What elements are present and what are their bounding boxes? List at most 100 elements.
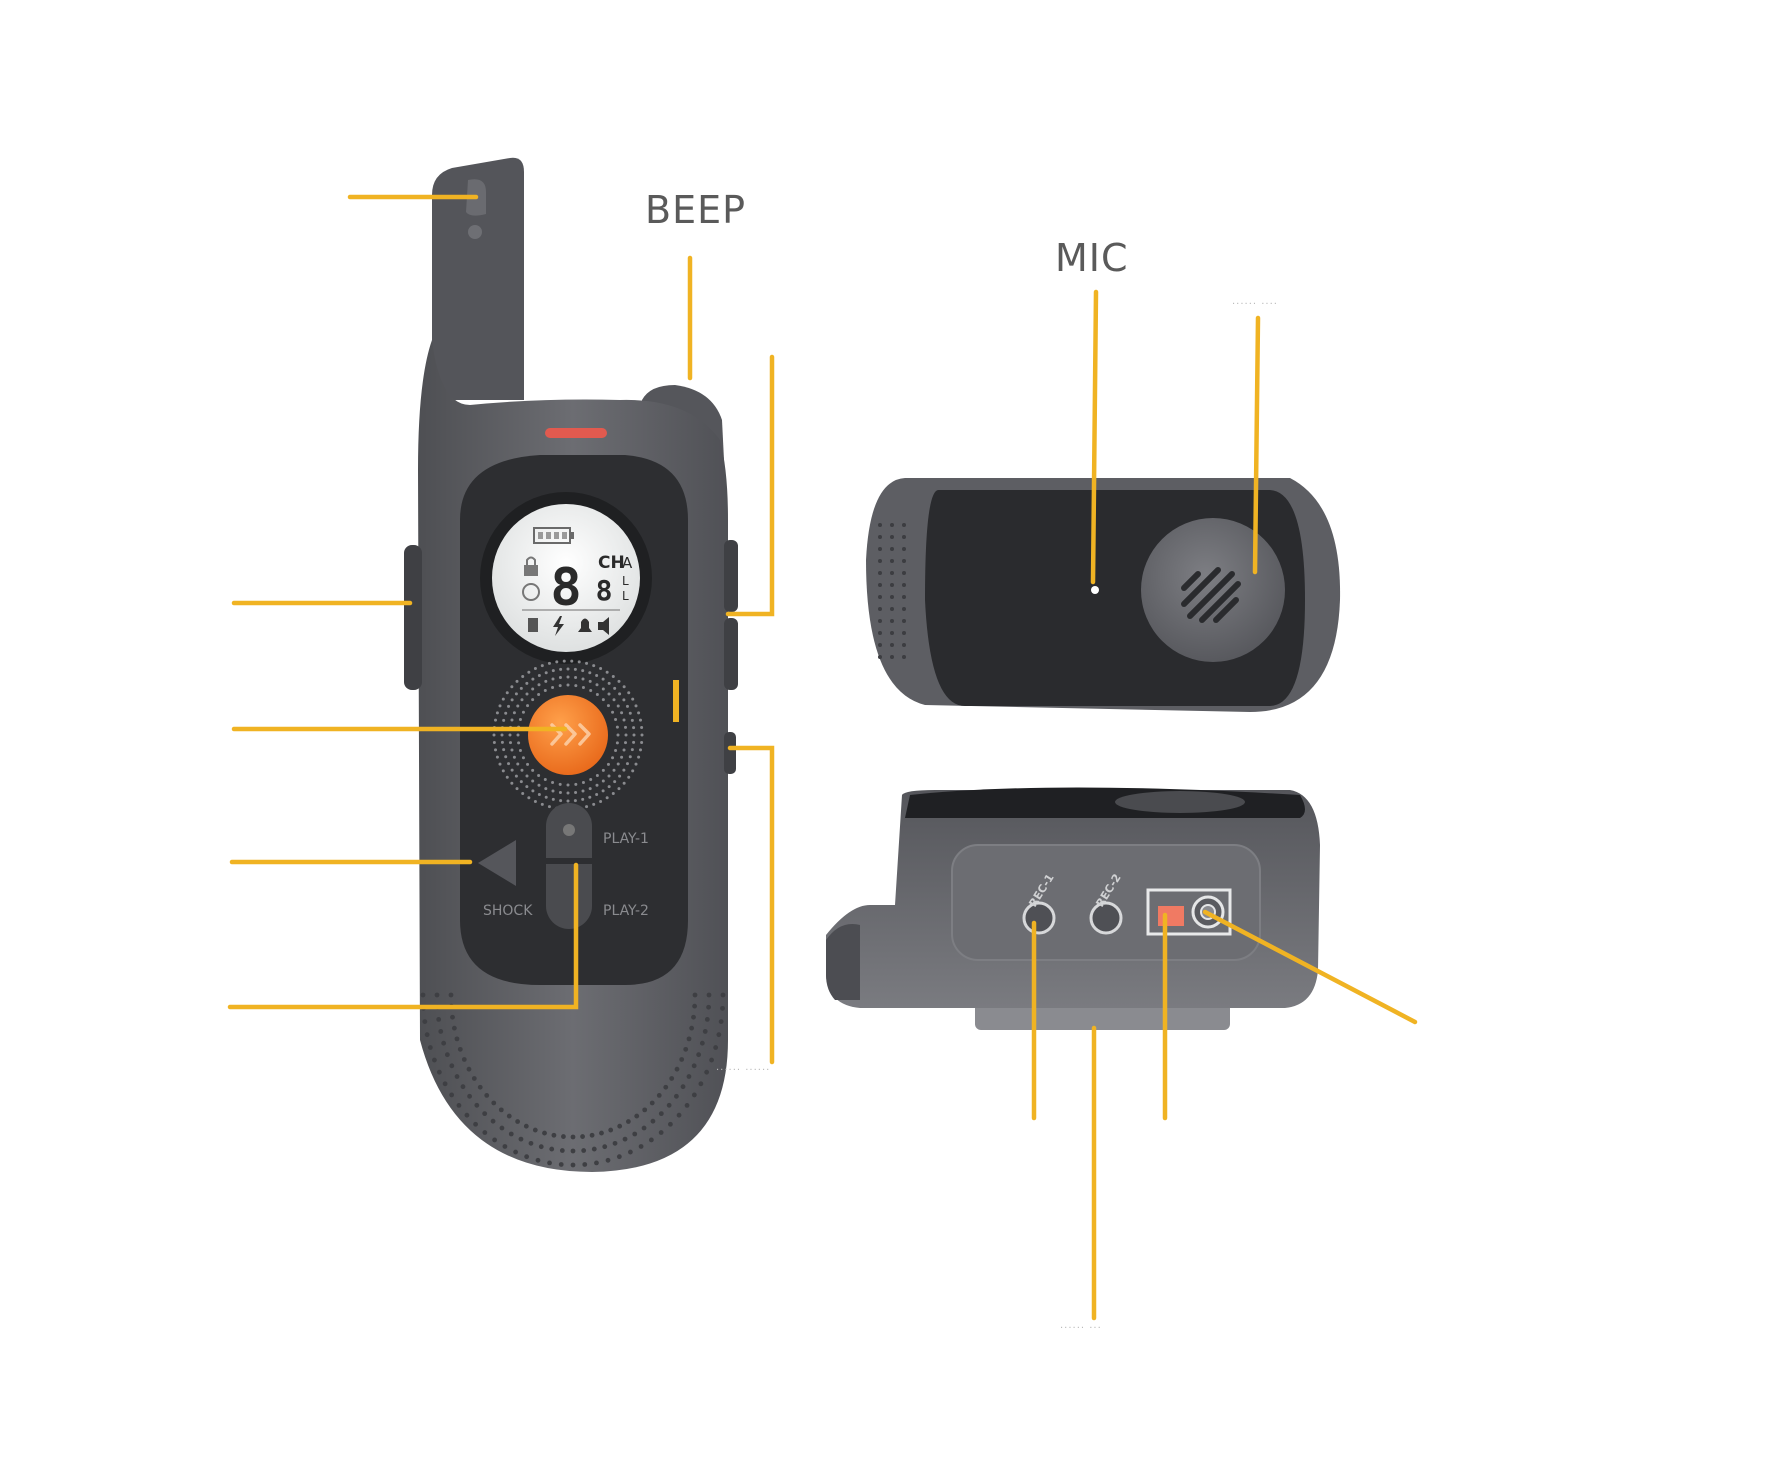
pattern-dot [520, 698, 524, 702]
pattern-dot [878, 655, 882, 659]
pattern-dot [890, 619, 894, 623]
faint-caption-clip: ...... ... [1060, 1320, 1102, 1331]
pattern-dot [632, 726, 636, 730]
pattern-dot [507, 762, 511, 766]
pattern-dot [902, 523, 906, 527]
pattern-dot [616, 1154, 622, 1160]
pattern-dot [551, 781, 555, 785]
pattern-dot [706, 992, 712, 998]
pattern-dot [622, 768, 626, 772]
pattern-dot [442, 1081, 448, 1087]
pattern-dot [566, 667, 570, 671]
pattern-dot [505, 775, 509, 779]
pattern-dot [720, 992, 726, 998]
pattern-dot [706, 1004, 711, 1010]
pattern-dot [521, 674, 525, 678]
pattern-dot [679, 1057, 685, 1062]
pattern-dot [510, 781, 514, 785]
rec-1-button[interactable] [1022, 901, 1056, 935]
pattern-dot [471, 1076, 477, 1081]
pattern-dot [581, 781, 585, 785]
pattern-dot [427, 1045, 433, 1050]
pattern-dot [549, 1146, 555, 1152]
pattern-dot [527, 670, 531, 674]
pattern-dot [444, 1052, 450, 1058]
pattern-dot [689, 1025, 695, 1031]
right-side-switch[interactable] [724, 732, 736, 774]
pattern-dot [574, 684, 578, 688]
callout-speaker [1252, 315, 1261, 575]
pattern-dot [625, 704, 629, 708]
pattern-dot [502, 718, 506, 722]
pattern-dot [878, 571, 882, 575]
pattern-dot [562, 659, 566, 663]
pattern-dot [878, 523, 882, 527]
shock-label: SHOCK [483, 903, 533, 919]
shock-arrow-icon[interactable] [478, 840, 516, 886]
pattern-dot [559, 1148, 565, 1153]
pattern-dot [424, 1032, 430, 1038]
pattern-dot [588, 795, 592, 799]
pattern-dot [691, 1063, 697, 1069]
pattern-dot [691, 1092, 697, 1098]
pattern-dot [631, 769, 635, 773]
pattern-dot [551, 797, 555, 801]
pattern-dot [525, 692, 529, 696]
pattern-dot [617, 1123, 623, 1129]
pattern-dot [902, 547, 906, 551]
left-side-button[interactable] [404, 545, 422, 690]
pattern-dot [537, 792, 541, 796]
vibration-button[interactable] [528, 695, 608, 775]
pattern-dot [713, 1045, 719, 1050]
pattern-dot [508, 1131, 514, 1137]
pattern-dot [607, 692, 611, 696]
pattern-dot [531, 677, 535, 681]
pattern-dot [595, 792, 599, 796]
pattern-dot [709, 1057, 714, 1063]
pattern-dot [482, 1111, 488, 1117]
pattern-dot [510, 685, 514, 689]
pattern-dot [634, 762, 638, 766]
pattern-dot [494, 748, 498, 752]
pattern-dot [595, 683, 599, 687]
callout-play [227, 862, 579, 1010]
pattern-dot [528, 1140, 534, 1146]
pattern-dot [516, 733, 520, 737]
pattern-dot [566, 791, 570, 795]
pattern-dot [581, 789, 585, 793]
pattern-dot [601, 677, 605, 681]
pattern-dot [612, 1140, 618, 1146]
pattern-dot [618, 692, 622, 696]
pattern-dot [456, 1103, 462, 1108]
pattern-dot [543, 778, 547, 782]
pattern-dot [585, 805, 589, 809]
rec-2-button[interactable] [1089, 901, 1123, 935]
pattern-dot [627, 691, 631, 695]
pattern-dot [902, 559, 906, 563]
pattern-dot [537, 693, 541, 697]
pattern-dot [620, 755, 624, 759]
pattern-dot [544, 671, 548, 675]
pattern-dot [506, 1113, 512, 1119]
pattern-dot [540, 802, 544, 806]
right-side-button-upper[interactable] [724, 540, 738, 612]
pattern-dot [504, 755, 508, 759]
pattern-dot [890, 595, 894, 599]
pattern-dot [495, 711, 499, 715]
pattern-dot [624, 741, 628, 745]
pattern-dot [890, 643, 894, 647]
play-rocker[interactable] [546, 803, 592, 929]
pattern-dot [878, 547, 882, 551]
pattern-dot [502, 1144, 508, 1149]
pattern-dot [611, 674, 615, 678]
pattern-dot [589, 1132, 595, 1138]
pattern-dot [537, 783, 541, 787]
pattern-dot [558, 791, 562, 795]
pattern-dot [611, 756, 615, 760]
right-side-button-lower[interactable] [724, 618, 738, 690]
pattern-dot [559, 667, 563, 671]
pattern-dot [601, 779, 605, 783]
pattern-dot [558, 684, 562, 688]
pattern-dot [692, 992, 698, 998]
